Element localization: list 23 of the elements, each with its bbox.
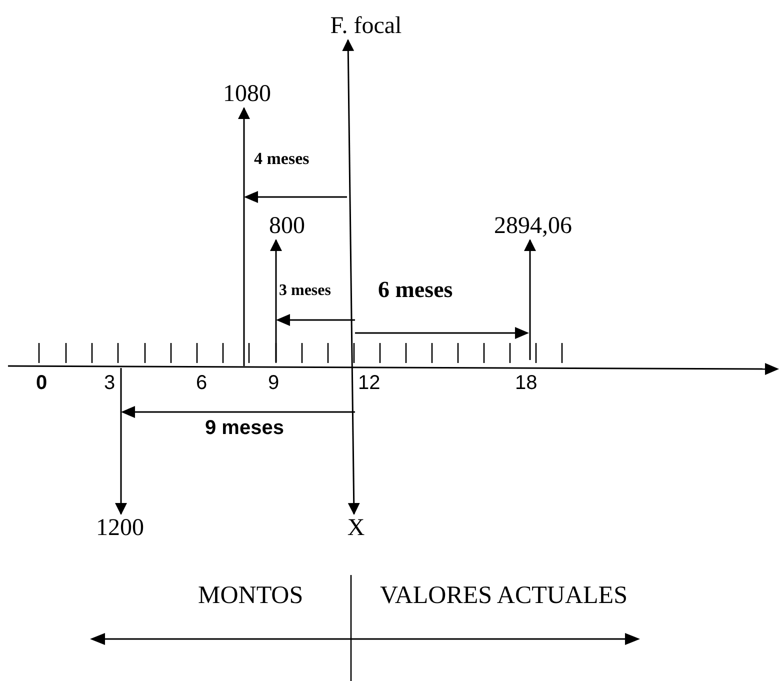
value-label: 1080 [215, 80, 279, 108]
value-label: 1200 [90, 514, 150, 542]
axis-number: 12 [358, 373, 380, 393]
value-label: X [341, 514, 371, 542]
value-label: 2894,06 [490, 212, 576, 240]
arrow [342, 39, 360, 515]
duration-label: 4 meses [254, 150, 310, 167]
axis-number: 18 [515, 373, 538, 393]
axis-number: 0 [36, 373, 48, 393]
section-heading: VALORES ACTUALES [380, 583, 628, 608]
section-heading: MONTOS [198, 583, 304, 608]
duration-label: 3 meses [279, 283, 331, 299]
arrow [238, 107, 250, 366]
duration-label: 9 meses [205, 418, 284, 438]
axis-number: 9 [268, 373, 280, 393]
arrow [115, 368, 127, 515]
axis-number: 3 [104, 373, 116, 393]
value-label: 800 [262, 212, 312, 240]
arrow [270, 239, 282, 362]
arrow [524, 239, 536, 360]
duration-label: 6 meses [378, 278, 453, 301]
value-label: F. focal [320, 12, 412, 40]
axis-number: 6 [196, 373, 208, 393]
